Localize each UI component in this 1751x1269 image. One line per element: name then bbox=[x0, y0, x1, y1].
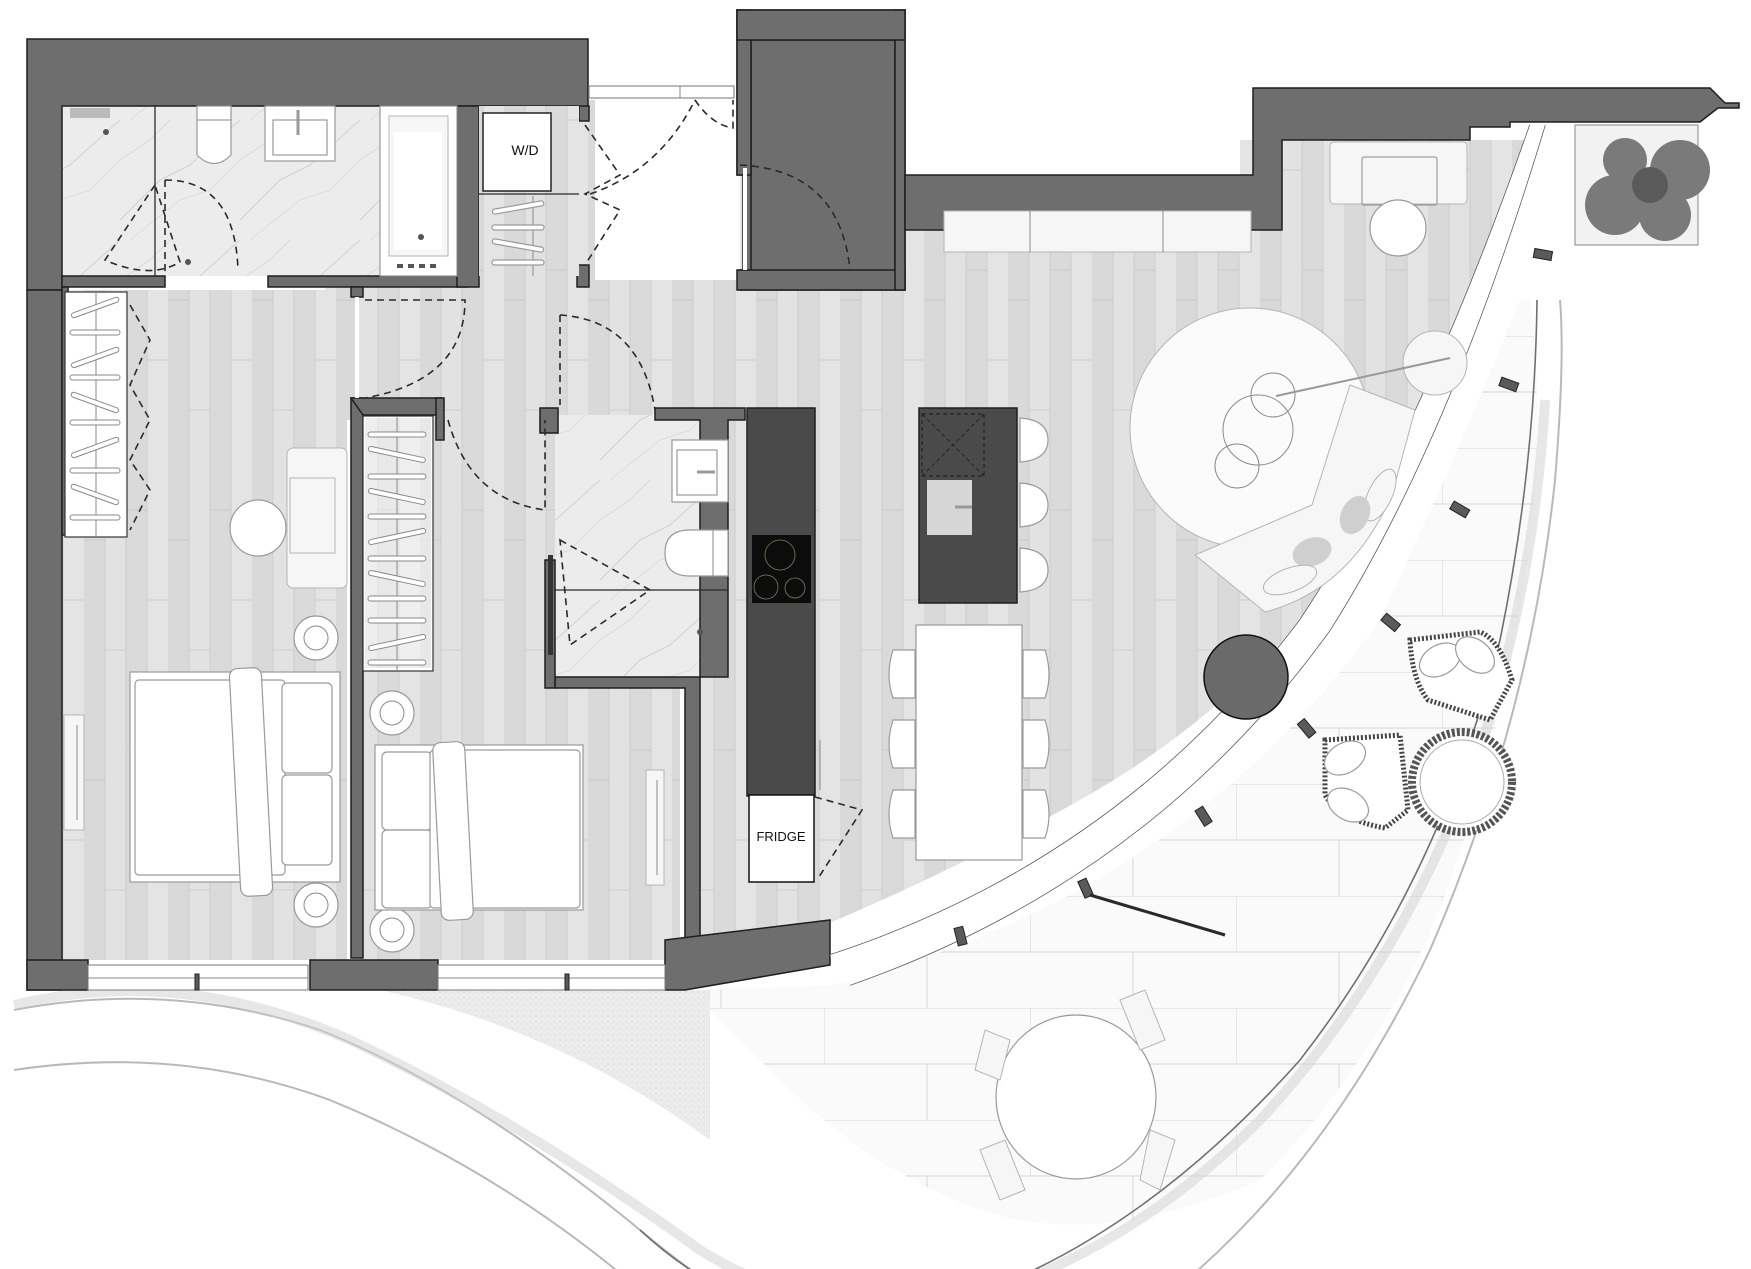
dining-chair bbox=[1022, 789, 1050, 839]
side-table bbox=[1203, 634, 1289, 720]
terrace-dining-table bbox=[995, 1014, 1157, 1180]
terrace-furniture bbox=[974, 124, 1710, 1201]
curved-glazing bbox=[829, 124, 1554, 986]
bar-stool bbox=[1019, 417, 1049, 463]
fridge-label: FRIDGE bbox=[756, 829, 805, 844]
dining-chair bbox=[888, 719, 916, 769]
washer-dryer bbox=[482, 112, 552, 192]
dining-chair bbox=[888, 649, 916, 699]
bar-stool bbox=[1019, 482, 1049, 528]
nightstand bbox=[293, 882, 339, 928]
lounge-armchair bbox=[1407, 629, 1515, 724]
living bbox=[943, 141, 1468, 720]
desk-chair bbox=[229, 499, 287, 557]
windows bbox=[87, 85, 735, 991]
lounge-armchair bbox=[1322, 732, 1411, 831]
media-unit bbox=[943, 210, 1252, 253]
dining bbox=[888, 624, 1050, 861]
bedroom-1 bbox=[63, 291, 348, 928]
nightstand bbox=[369, 907, 415, 953]
stool bbox=[1369, 199, 1427, 257]
bar-stool bbox=[1019, 547, 1049, 593]
kitchen: FRIDGE bbox=[746, 407, 1049, 883]
radiator bbox=[63, 714, 85, 831]
terrace-chair bbox=[1139, 1129, 1176, 1191]
dining-table bbox=[915, 624, 1023, 861]
bedroom-2 bbox=[362, 415, 665, 953]
main-bathroom bbox=[70, 105, 458, 277]
dining-chair bbox=[888, 789, 916, 839]
cooktop bbox=[752, 535, 811, 603]
coffee-table bbox=[1222, 394, 1294, 466]
terrace-chair bbox=[1119, 989, 1166, 1051]
toilet bbox=[196, 105, 232, 165]
radiator bbox=[645, 769, 665, 886]
nightstand bbox=[369, 690, 415, 736]
fridge bbox=[748, 794, 815, 883]
plant-icon bbox=[1585, 138, 1710, 241]
gravel-strip bbox=[14, 990, 710, 1140]
terrace-chair bbox=[979, 1139, 1026, 1201]
nightstand bbox=[293, 615, 339, 661]
entry-hall bbox=[355, 99, 851, 511]
laundry-closet: W/D bbox=[479, 106, 622, 276]
washer-dryer-label: W/D bbox=[511, 142, 538, 158]
ensuite bbox=[548, 439, 729, 655]
terrace-floor bbox=[710, 300, 1538, 1225]
terrace-chair bbox=[974, 1029, 1011, 1081]
ensuite-toilet bbox=[664, 529, 729, 577]
walls bbox=[26, 9, 1740, 991]
console-table bbox=[1329, 141, 1468, 205]
shower-door-swing bbox=[103, 183, 181, 272]
floor-lamp bbox=[1402, 330, 1468, 396]
dining-chair bbox=[1022, 649, 1050, 699]
dining-chair bbox=[1022, 719, 1050, 769]
